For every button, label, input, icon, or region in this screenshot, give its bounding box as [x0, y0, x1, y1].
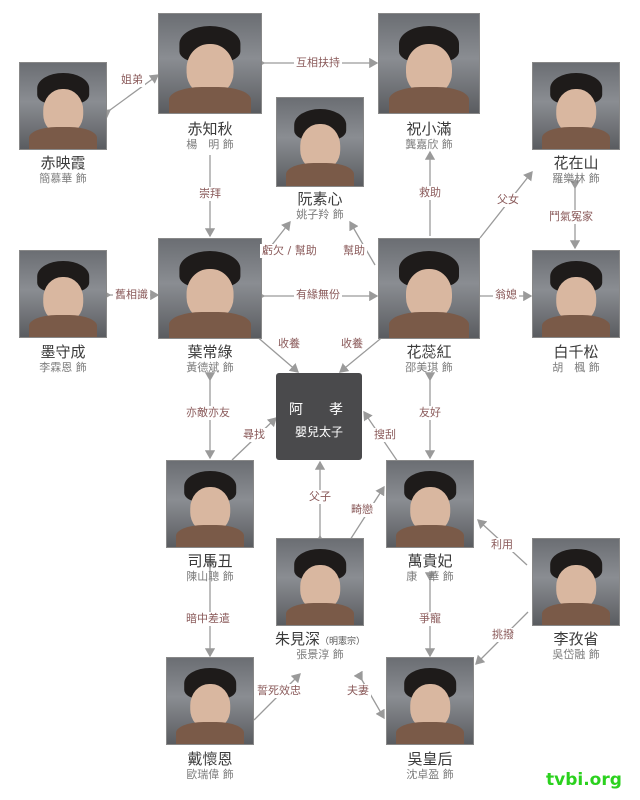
character-name-ruan-su-xin: 阮素心: [297, 190, 343, 208]
relation-label-dou-qi-yuan-jia: 鬥氣冤家: [547, 210, 595, 224]
actor-name-zhu-jian-shen: 張景淳 飾: [296, 648, 344, 661]
relation-label-sou-gua: 搜刮: [372, 428, 398, 442]
relation-label-jiu-xiang-shi: 舊相識: [113, 288, 150, 302]
relation-label-chong-bai: 崇拜: [197, 187, 223, 201]
relation-label-shou-yang-right: 收養: [339, 337, 365, 351]
relation-label-bang-zhu: 幫助: [341, 244, 367, 258]
relation-label-kui-qian-bang-zhu: 虧欠 / 幫助: [260, 244, 319, 258]
relation-label-shou-yang-left: 收養: [276, 337, 302, 351]
character-name-chi-zhi-qiu: 赤知秋: [187, 120, 233, 138]
relation-label-fu-nv: 父女: [495, 193, 521, 207]
portrait-dai-huai-en: [166, 657, 254, 745]
actor-name-sima-chou: 陳山聰 飾: [186, 570, 234, 583]
character-name-wu-huang-hou: 吳皇后: [407, 750, 453, 768]
portrait-bai-qian-song: [532, 250, 620, 338]
portrait-hua-zai-shan: [532, 62, 620, 150]
center-node-a-xiao: 阿 孝 嬰兒太子: [276, 373, 362, 460]
portrait-hua-rui-hong: [378, 238, 480, 339]
character-name-dai-huai-en: 戴懷恩: [187, 750, 233, 768]
actor-name-mo-shou-cheng: 李霖恩 飾: [39, 361, 87, 374]
portrait-chi-zhi-qiu: [158, 13, 262, 114]
actor-name-bai-qian-song: 胡 楓 飾: [552, 361, 600, 374]
portrait-mo-shou-cheng: [19, 250, 107, 338]
portrait-chi-ying-xia: [19, 62, 107, 150]
relation-label-weng-xi: 翁媳: [493, 288, 519, 302]
site-watermark: tvbi.org: [546, 770, 622, 790]
character-name-chi-ying-xia: 赤映霞: [40, 154, 86, 172]
actor-name-zhu-xiao-man: 龔嘉欣 飾: [405, 138, 453, 151]
character-name-sima-chou: 司馬丑: [187, 552, 233, 570]
character-name-wan-gui-fei: 萬貴妃: [407, 552, 453, 570]
portrait-li-zi-sheng: [532, 538, 620, 626]
portrait-zhu-xiao-man: [378, 13, 480, 114]
character-name-li-zi-sheng: 李孜省: [553, 630, 599, 648]
center-subtitle: 嬰兒太子: [294, 425, 343, 439]
relation-label-an-zhong-chai-qian: 暗中差遣: [184, 612, 232, 626]
relation-label-you-yuan-wu-fen: 有緣無份: [294, 288, 342, 302]
portrait-wan-gui-fei: [386, 460, 474, 548]
actor-name-ruan-su-xin: 姚子羚 飾: [296, 208, 344, 221]
portrait-wu-huang-hou: [386, 657, 474, 745]
relation-label-hu-xiang-fu-chi: 互相扶持: [294, 56, 342, 70]
portrait-ruan-su-xin: [276, 97, 364, 187]
relation-label-li-yong: 利用: [489, 538, 515, 552]
character-name-hua-zai-shan: 花在山: [553, 154, 599, 172]
relation-label-xun-zhao: 尋找: [241, 428, 267, 442]
character-name-ye-chang-lu: 葉常綠: [187, 343, 233, 361]
relation-label-tiao-bo: 挑撥: [490, 628, 516, 642]
relation-label-yi-di-yi-you: 亦敵亦友: [184, 406, 232, 420]
actor-name-li-zi-sheng: 吳岱融 飾: [552, 648, 600, 661]
relation-label-jie-di: 姐弟: [119, 73, 145, 87]
portrait-ye-chang-lu: [158, 238, 262, 339]
actor-name-wu-huang-hou: 沈卓盈 飾: [406, 768, 454, 781]
actor-name-dai-huai-en: 歐瑞偉 飾: [186, 768, 234, 781]
zhu-jian-shen-title-note: （明憲宗）: [320, 637, 366, 647]
actor-name-chi-ying-xia: 簡慕華 飾: [39, 172, 87, 185]
relation-label-shi-si-xiao-zhong: 誓死效忠: [255, 684, 303, 698]
actor-name-hua-rui-hong: 邵美琪 飾: [405, 361, 453, 374]
actor-name-hua-zai-shan: 羅樂林 飾: [552, 172, 600, 185]
character-name-hua-rui-hong: 花蕊紅: [406, 343, 452, 361]
character-name-bai-qian-song: 白千松: [553, 343, 599, 361]
relation-label-zheng-chong: 爭寵: [417, 612, 443, 626]
actor-name-chi-zhi-qiu: 楊 明 飾: [186, 138, 234, 151]
actor-name-ye-chang-lu: 黃德斌 飾: [186, 361, 234, 374]
zhu-jian-shen-name-text: 朱見深: [274, 630, 320, 648]
actor-name-wan-gui-fei: 康 華 飾: [406, 570, 454, 583]
relation-label-fu-zi: 父子: [307, 490, 333, 504]
character-name-zhu-xiao-man: 祝小滿: [406, 120, 452, 138]
relation-label-jiu-zhu: 救助: [417, 186, 443, 200]
relation-label-fu-qi: 夫妻: [345, 684, 371, 698]
relation-label-you-hao: 友好: [417, 406, 443, 420]
portrait-zhu-jian-shen: [276, 538, 364, 626]
portrait-sima-chou: [166, 460, 254, 548]
character-name-zhu-jian-shen: 朱見深（明憲宗）: [252, 630, 388, 651]
character-name-mo-shou-cheng: 墨守成: [40, 343, 86, 361]
center-title: 阿 孝: [289, 402, 349, 418]
relation-label-ji-lian: 畸戀: [349, 503, 375, 517]
